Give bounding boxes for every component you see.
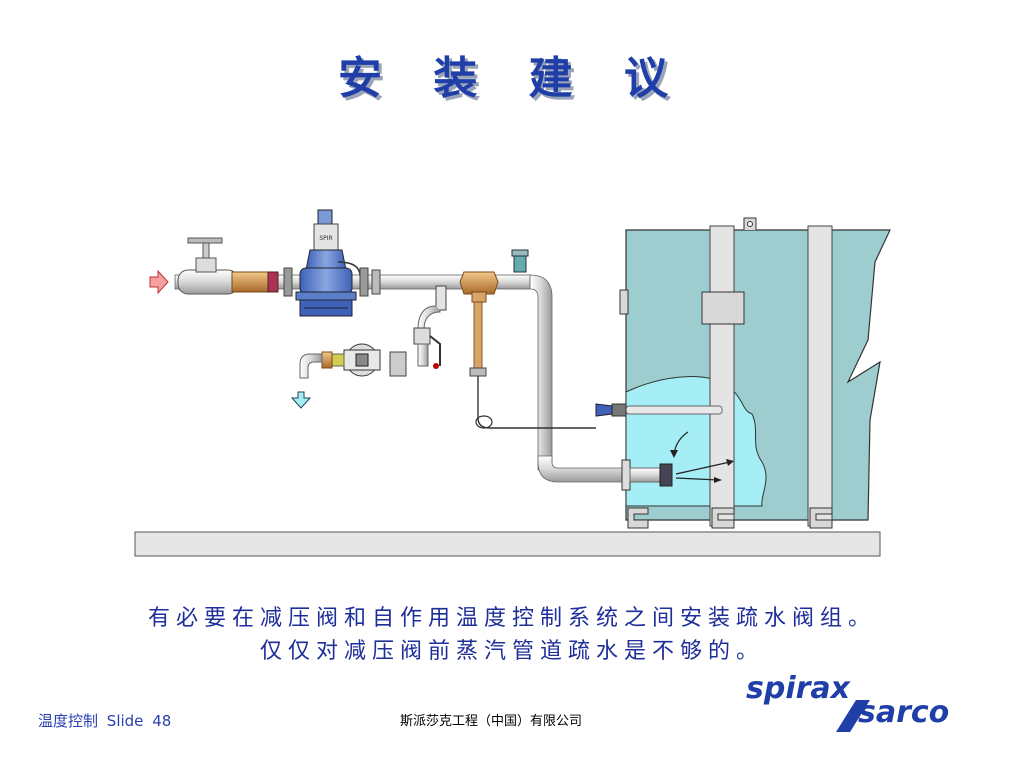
temperature-sensor-probe bbox=[625, 405, 723, 415]
pipe-bend-down bbox=[529, 274, 553, 471]
svg-text:SPIR: SPIR bbox=[319, 235, 332, 242]
footer-company-name: 斯派莎克工程（中国）有限公司 bbox=[400, 714, 583, 729]
temperature-control-valve bbox=[459, 271, 499, 295]
capillary-tube bbox=[477, 300, 596, 429]
tank-foot-3 bbox=[809, 507, 833, 529]
steam-trap bbox=[343, 343, 381, 377]
post-clamp bbox=[701, 291, 745, 325]
tank-post-left bbox=[709, 225, 735, 527]
isolation-valve bbox=[195, 257, 217, 273]
footer-section: 温度控制 bbox=[38, 712, 99, 730]
logo-text-top: spirax bbox=[746, 672, 852, 706]
pressure-reducing-valve: SPIR bbox=[295, 209, 361, 317]
caption-line-2: 仅仅对减压阀前蒸汽管道疏水是不够的。 bbox=[259, 639, 764, 664]
tank-foot-1 bbox=[627, 507, 649, 529]
footer-slide-number: 48 bbox=[152, 712, 172, 730]
condensate-discharge-arrow bbox=[290, 391, 312, 409]
pipe-bend-to-tank bbox=[537, 455, 627, 483]
caption-line-1: 有必要在减压阀和自作用温度控制系统之间安装疏水阀组。 bbox=[147, 606, 876, 631]
strainer bbox=[231, 271, 271, 293]
slide-title: 安 装 建 议 bbox=[338, 53, 686, 104]
footer-company: 斯派莎克工程（中国）有限公司 bbox=[400, 710, 582, 729]
footer-slide-info: 温度控制 Slide 48 bbox=[38, 710, 175, 731]
base-slab bbox=[134, 531, 881, 557]
logo-text-bottom: sarco bbox=[858, 695, 949, 730]
steam-inlet-arrow bbox=[149, 269, 169, 295]
spirax-sarco-logo: spirax sarco bbox=[746, 672, 949, 732]
tank-foot-2 bbox=[711, 507, 735, 529]
tank-post-right bbox=[807, 225, 833, 527]
footer-slide-word: Slide bbox=[106, 712, 144, 730]
